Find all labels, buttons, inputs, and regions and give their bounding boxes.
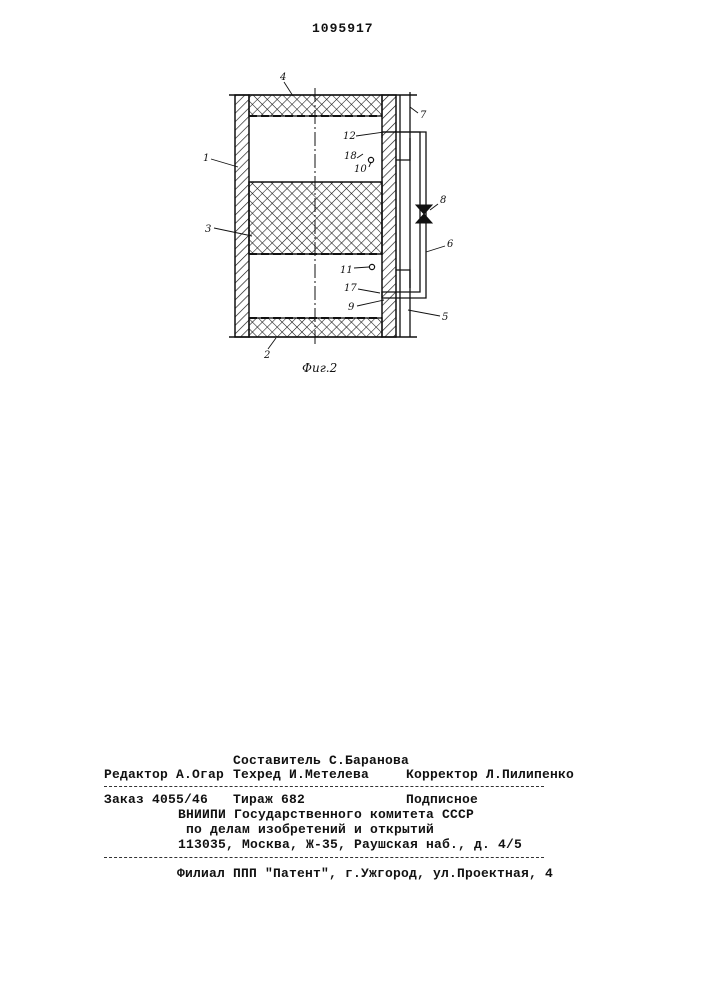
editor-line: Редактор А.Огар — [104, 767, 224, 782]
divider — [104, 786, 544, 787]
label-1: 1 — [203, 153, 209, 164]
label-2: 2 — [263, 350, 270, 361]
label-6: 6 — [447, 239, 454, 250]
label-18: 18 — [344, 151, 357, 162]
left-wall — [235, 95, 249, 337]
right-wall — [382, 95, 396, 337]
figure-2-drawing: 1 3 4 2 7 12 18 10 8 6 11 17 9 5 Фиг.2 — [0, 0, 707, 400]
compiler-line: Составитель С.Баранова — [233, 753, 409, 768]
label-7: 7 — [420, 110, 427, 121]
corrector-line: Корректор Л.Пилипенко — [406, 767, 574, 782]
circulation-line: Тираж 682 — [233, 792, 305, 807]
branch-line: Филиал ППП "Патент", г.Ужгород, ул.Проек… — [177, 866, 553, 881]
label-8: 8 — [440, 195, 446, 206]
label-4: 4 — [279, 72, 286, 83]
label-17: 17 — [344, 283, 357, 294]
label-3: 3 — [205, 224, 211, 235]
label-9: 9 — [348, 302, 355, 313]
order-line: Заказ 4055/46 — [104, 792, 208, 807]
label-10: 10 — [354, 164, 367, 175]
subscription-line: Подписное — [406, 792, 478, 807]
valve-icon — [416, 205, 432, 223]
divider — [104, 857, 544, 858]
label-11: 11 — [340, 265, 353, 276]
org-line-1: ВНИИПИ Государственного комитета СССР — [178, 807, 474, 822]
techred-line: Техред И.Метелева — [233, 767, 369, 782]
sensor-10 — [368, 157, 373, 162]
sensor-11 — [369, 264, 374, 269]
label-5: 5 — [442, 312, 448, 323]
org-address: 113035, Москва, Ж-35, Раушская наб., д. … — [178, 837, 522, 852]
figure-caption: Фиг.2 — [302, 361, 337, 375]
label-12: 12 — [343, 131, 356, 142]
org-line-2: по делам изобретений и открытий — [186, 822, 434, 837]
